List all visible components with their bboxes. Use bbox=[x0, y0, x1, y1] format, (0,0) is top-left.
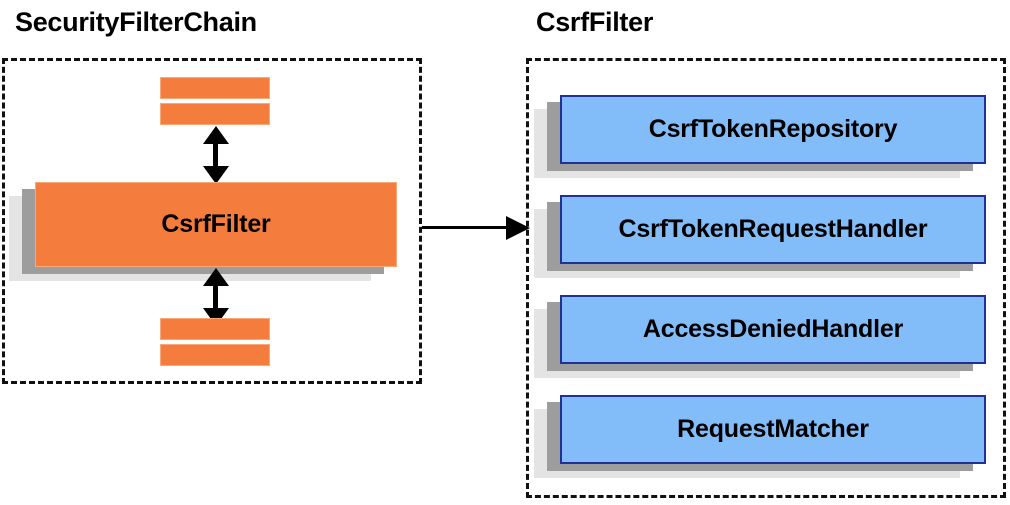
arrow-shaft-below bbox=[213, 281, 218, 314]
node-face: CsrfTokenRepository bbox=[560, 95, 986, 164]
arrow-head-up-above bbox=[203, 126, 229, 144]
node-csrf-token-repository[interactable]: CsrfTokenRepository bbox=[534, 95, 986, 178]
node-csrf-token-request-handler[interactable]: CsrfTokenRequestHandler bbox=[534, 195, 986, 278]
link-arrow-shaft bbox=[422, 226, 508, 229]
node-label: CsrfFilter bbox=[161, 210, 271, 238]
csrf-filter-container bbox=[526, 58, 1006, 498]
filter-stub-above-2 bbox=[160, 103, 270, 125]
node-label: CsrfTokenRequestHandler bbox=[618, 215, 928, 243]
node-label: AccessDeniedHandler bbox=[642, 315, 904, 343]
node-label: RequestMatcher bbox=[677, 415, 869, 443]
node-face: CsrfFilter bbox=[35, 182, 397, 267]
arrow-head-up-below bbox=[203, 268, 229, 286]
node-face: RequestMatcher bbox=[560, 395, 986, 464]
node-request-matcher[interactable]: RequestMatcher bbox=[534, 395, 986, 478]
csrf-filter-title: CsrfFilter bbox=[536, 7, 654, 37]
security-filter-chain-title: SecurityFilterChain bbox=[15, 7, 257, 37]
arrow-head-down-above bbox=[203, 166, 229, 184]
security-filter-chain-container bbox=[2, 58, 422, 384]
node-face: CsrfTokenRequestHandler bbox=[560, 195, 986, 264]
node-csrf-filter[interactable]: CsrfFilter bbox=[9, 182, 397, 281]
filter-stub-below-2 bbox=[160, 344, 270, 366]
node-access-denied-handler[interactable]: AccessDeniedHandler bbox=[534, 295, 986, 378]
filter-stub-above-1 bbox=[160, 77, 270, 99]
filter-stub-below-1 bbox=[160, 318, 270, 340]
node-label: CsrfTokenRepository bbox=[648, 115, 898, 143]
arrow-shaft-above bbox=[213, 139, 218, 172]
node-face: AccessDeniedHandler bbox=[560, 295, 986, 364]
